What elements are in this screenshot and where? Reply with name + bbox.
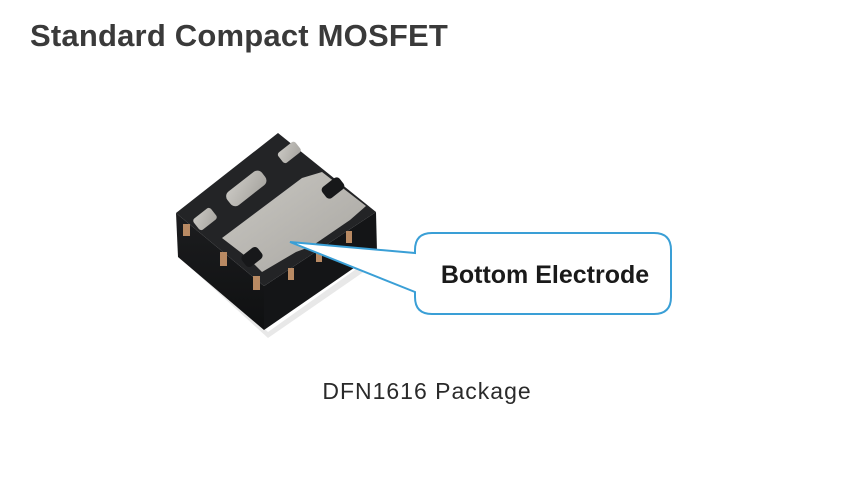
small-pad-top [277, 141, 301, 164]
terminal-right-3 [346, 231, 352, 243]
package-caption: DFN1616 Package [322, 378, 532, 404]
pad-notch-bottom [241, 246, 263, 268]
callout: Bottom Electrode [289, 232, 672, 315]
page-title: Standard Compact MOSFET [30, 18, 448, 53]
terminal-left-1 [183, 224, 190, 236]
oval-pad [226, 170, 267, 207]
mosfet-chip [176, 133, 380, 338]
terminal-right-2 [316, 250, 322, 262]
terminal-right-1 [288, 268, 294, 280]
callout-label: Bottom Electrode [441, 261, 649, 289]
terminal-left-3 [253, 276, 260, 290]
chip-left-side [176, 213, 264, 330]
pad-notch-right [321, 177, 345, 199]
terminal-left-2 [220, 252, 227, 266]
callout-bubble [289, 232, 672, 315]
small-pad-left [193, 207, 217, 231]
